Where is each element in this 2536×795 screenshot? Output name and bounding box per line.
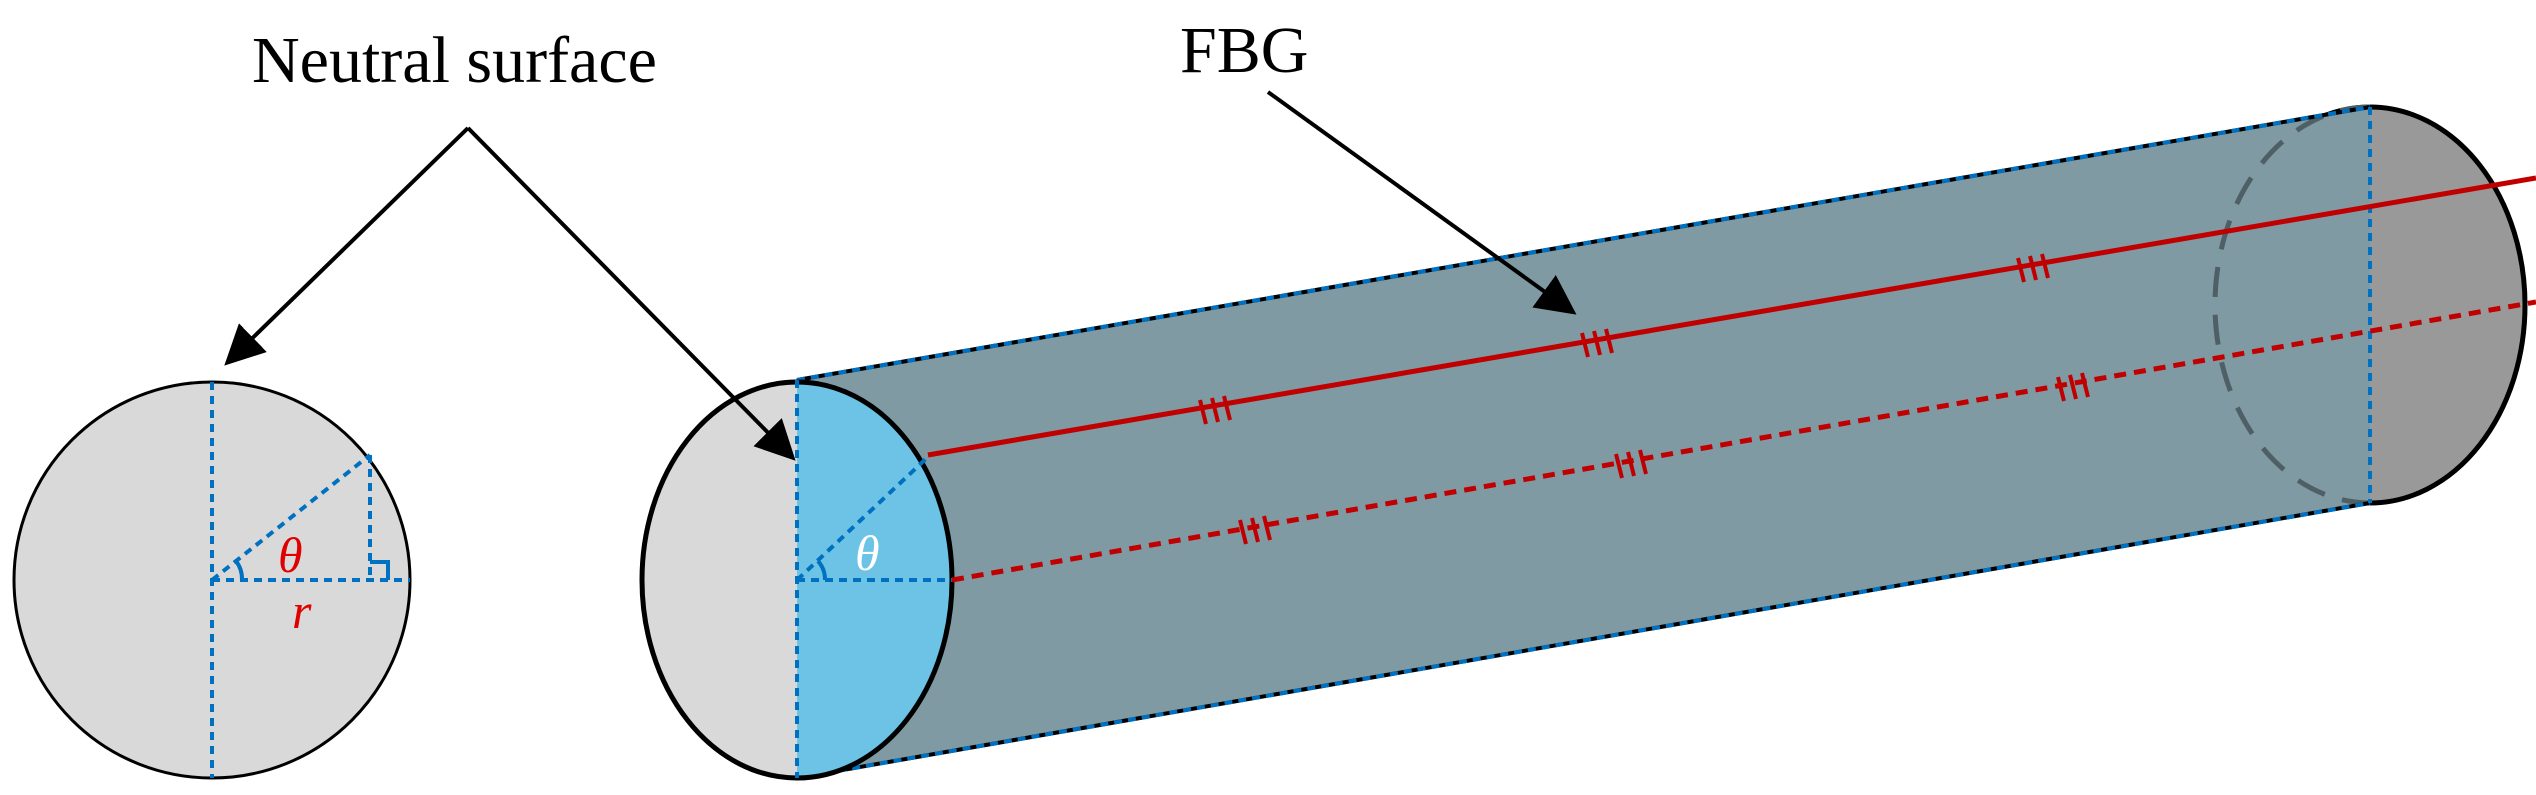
- neutral-surface-arrow-left: [224, 126, 470, 366]
- cylinder: θ: [639, 104, 2536, 781]
- fiber-solid: [927, 175, 2536, 458]
- cylinder-body: [797, 107, 2370, 778]
- grating-solid-1: [1198, 395, 1232, 425]
- near-hypotenuse-line: [795, 453, 932, 582]
- theta-angle-arc: [234, 559, 244, 581]
- annotations: Neutral surface FBG: [224, 14, 1577, 461]
- hypotenuse-line: [210, 453, 372, 582]
- neutral-surface-arrow-right: [466, 126, 796, 461]
- cylinder-bottom-edge-dash: [796, 501, 2371, 780]
- fiber-dashed: [951, 299, 2536, 583]
- near-theta-arc: [816, 559, 828, 581]
- grating-dashed-1: [1238, 515, 1272, 545]
- grating-dashed-2: [1614, 449, 1648, 479]
- grating-solid-2: [1580, 328, 1614, 358]
- fbg-label: FBG: [1180, 14, 1308, 87]
- neutral-surface-label: Neutral surface: [252, 24, 657, 97]
- right-angle-marker-icon: [370, 560, 390, 580]
- theta-label: θ: [278, 527, 303, 583]
- radius-label: r: [292, 583, 312, 639]
- fbg-arrow: [1266, 90, 1577, 315]
- far-cap-hidden-edge: [2212, 104, 2371, 506]
- grating-dashed-3: [2056, 372, 2090, 402]
- grating-ticks-icon: [1198, 253, 2090, 545]
- near-theta-label: θ: [855, 525, 880, 581]
- grating-solid-3: [2016, 253, 2050, 283]
- cross-section: θ r: [12, 380, 412, 780]
- cylinder-top-edge-dash: [796, 105, 2371, 382]
